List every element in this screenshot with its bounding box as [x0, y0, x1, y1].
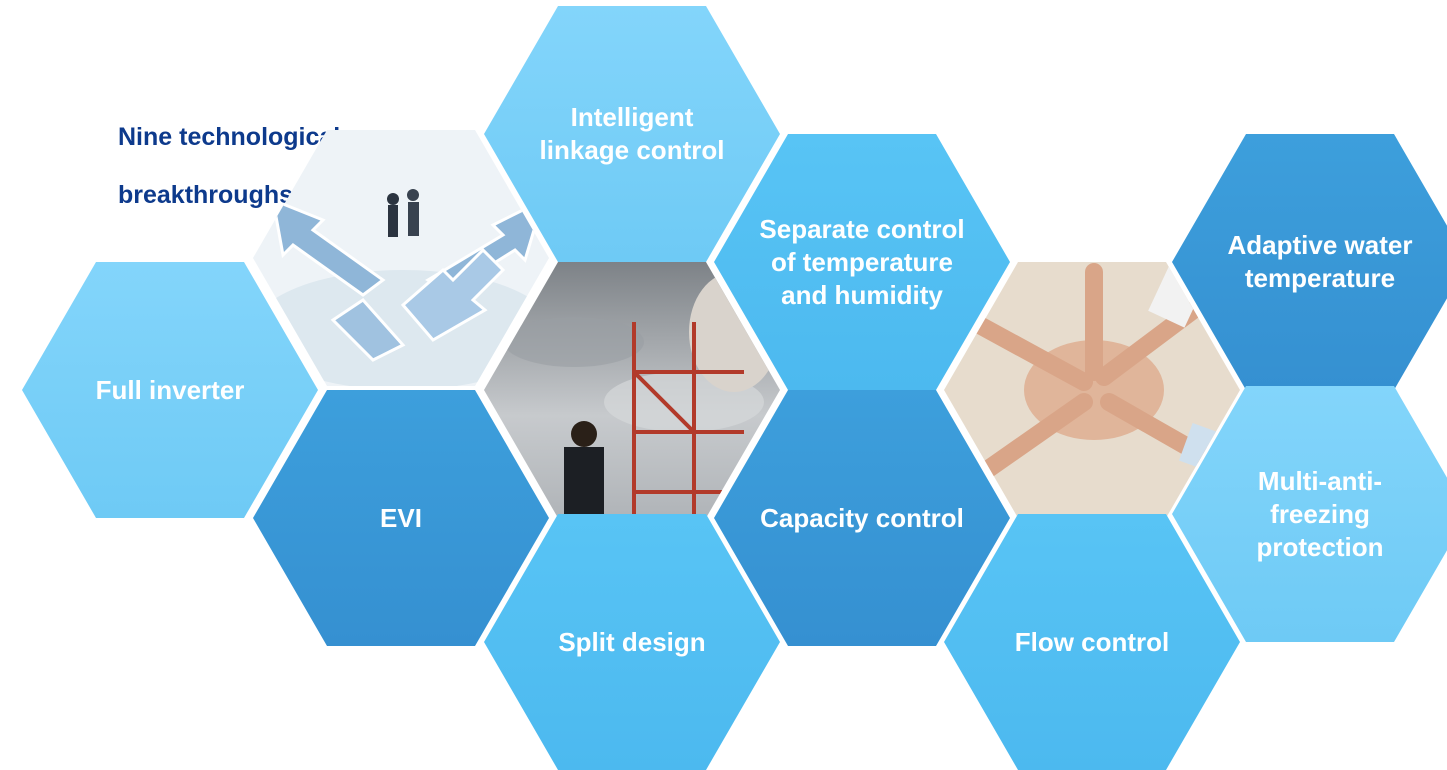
hex-label: Full inverter — [95, 374, 245, 405]
hex-label: Multi-anti-freezing protection — [1256, 465, 1384, 562]
page-title: Nine technological breakthroughs — [118, 123, 341, 209]
hex-label: Split design — [558, 626, 706, 657]
hex-separate-control: Separate control of temperature and humi… — [714, 134, 1010, 390]
hex-label: EVI — [380, 502, 422, 533]
businessman-scaffolding-image — [484, 262, 780, 518]
hex-label: Adaptive water temperature — [1227, 230, 1413, 293]
hex-label: Separate control of temperature and humi… — [759, 213, 965, 310]
hex-label: Capacity control — [760, 502, 964, 533]
arrows-business-people-image — [253, 130, 549, 386]
hex-label: Flow control — [1014, 626, 1170, 657]
hex-evi: EVI — [253, 390, 549, 646]
hex-label: Intelligent linkage control — [539, 102, 725, 165]
hex-full-inverter: Full inverter — [22, 262, 318, 518]
